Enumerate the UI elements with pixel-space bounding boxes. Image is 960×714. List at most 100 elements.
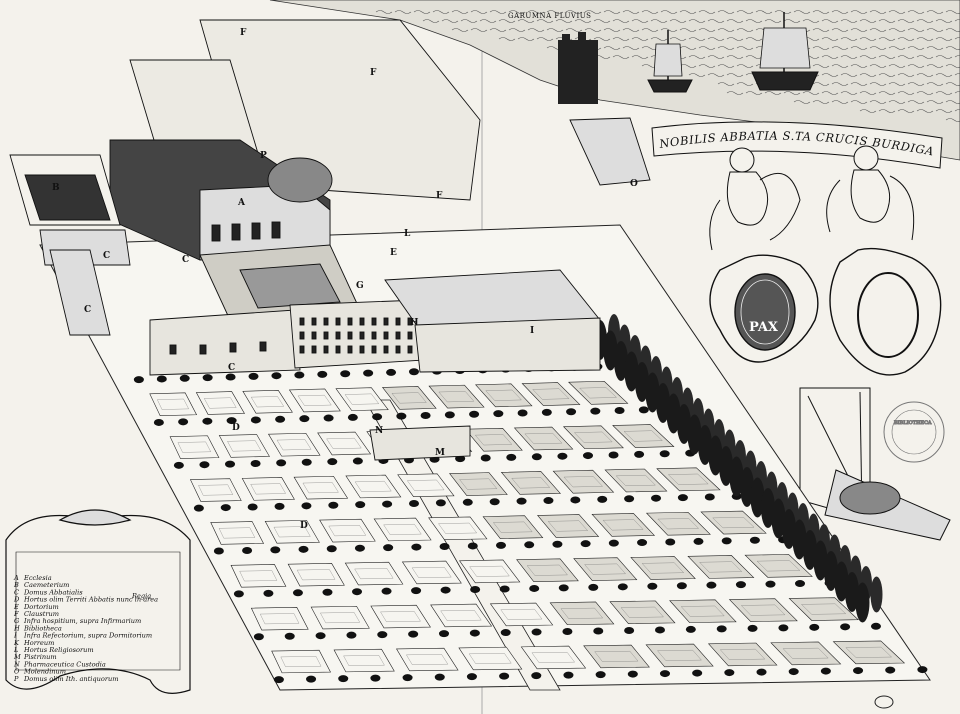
parterre-bed (373, 517, 432, 542)
tree (840, 623, 851, 631)
tree (275, 415, 286, 423)
parterre-border (259, 613, 300, 625)
tree (566, 408, 577, 416)
wave (603, 10, 621, 14)
wave (926, 64, 944, 68)
wave (622, 46, 640, 50)
wave (593, 37, 611, 41)
wave (584, 28, 602, 32)
wave (508, 10, 526, 14)
legend-key: O (14, 668, 20, 676)
parterre-bed (230, 564, 287, 588)
wave (821, 73, 839, 77)
wave (907, 82, 925, 86)
wave (897, 91, 915, 95)
window (335, 331, 341, 340)
wave (859, 37, 877, 41)
parterre-bed (242, 389, 293, 414)
tree (199, 461, 210, 469)
poplar-tree (750, 477, 765, 518)
parterre-border (302, 482, 339, 494)
parterre-bed (475, 383, 533, 408)
wave (888, 82, 906, 86)
parterre-bed (333, 648, 395, 673)
wave (764, 91, 782, 95)
tree (480, 454, 491, 462)
parterre-bed (568, 380, 629, 405)
wave (641, 28, 659, 32)
parterre-bed (464, 427, 523, 452)
tree (614, 406, 625, 414)
parterre-bed (645, 511, 711, 536)
tree (439, 543, 450, 551)
wave (517, 37, 535, 41)
legend-entry: Ecclesia (23, 574, 52, 582)
wave (498, 37, 516, 41)
wave (717, 82, 735, 86)
wave (840, 37, 858, 41)
parterre-border (440, 610, 482, 621)
parterre-border (485, 389, 522, 401)
parterre-border (801, 603, 847, 615)
parterre-border (493, 521, 533, 533)
parterre-border (602, 519, 644, 531)
tree (747, 624, 758, 632)
wave (869, 100, 887, 104)
tree (624, 495, 635, 503)
plan-letter: D (300, 521, 308, 531)
tree (347, 413, 358, 421)
wave (935, 73, 953, 77)
plan-letter: G (356, 281, 364, 291)
wave (850, 64, 868, 68)
wave (878, 91, 896, 95)
wave (717, 64, 735, 68)
plan-letter: C (103, 251, 110, 261)
window (311, 345, 317, 354)
wave (859, 91, 877, 95)
tree (516, 497, 527, 505)
legend-key: L (13, 646, 18, 654)
parterre-bed (345, 474, 402, 499)
sundial (799, 387, 951, 541)
parterre-border (532, 388, 570, 400)
wave (793, 10, 811, 14)
wave (517, 19, 535, 23)
tree (469, 629, 480, 637)
wave (593, 19, 611, 23)
parterre-bed (319, 518, 376, 543)
wave (907, 46, 925, 50)
parterre-border (380, 611, 421, 622)
tree (531, 628, 542, 636)
plan-letter: B (52, 183, 60, 193)
wave (878, 19, 896, 23)
parterre-border (511, 477, 551, 489)
cherub-left (709, 147, 801, 251)
wave (650, 37, 668, 41)
tree (352, 588, 363, 596)
tree (659, 670, 670, 678)
wave (736, 82, 754, 86)
parterre-border (250, 396, 285, 408)
parterre-border (328, 525, 367, 537)
tree (778, 624, 789, 632)
tree (563, 671, 574, 679)
tree (270, 546, 281, 554)
window (299, 345, 305, 354)
wave (508, 28, 526, 32)
parterre-border (657, 650, 702, 661)
parterre-border (296, 569, 336, 581)
parterre-bed (195, 391, 245, 415)
tree (298, 545, 309, 553)
plan-letter: D (232, 423, 240, 433)
parterre-border (756, 560, 801, 572)
wave (850, 28, 868, 32)
river-label: GARUMNA FLUVIUS (508, 12, 591, 20)
tree (580, 540, 591, 548)
parterre-bed (430, 603, 493, 628)
legend-entry: Hortus olim Territi Abbatis nunc in area (23, 596, 158, 604)
wave (470, 10, 488, 14)
wave (422, 19, 440, 23)
parterre-bed (521, 382, 581, 406)
wave (840, 19, 858, 23)
tree (608, 539, 619, 547)
